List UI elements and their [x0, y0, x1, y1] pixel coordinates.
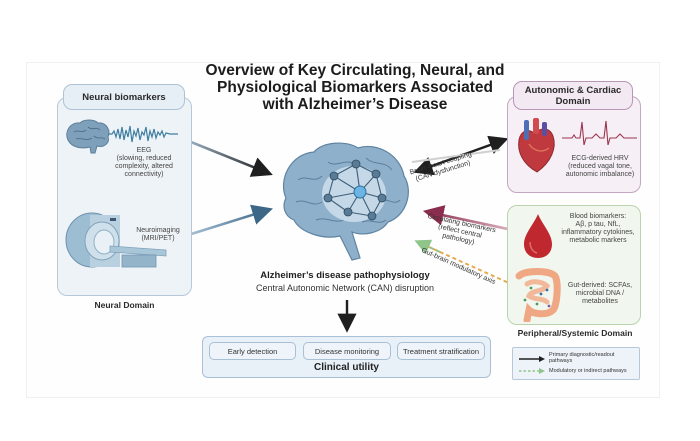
eeg-wave-icon: [108, 125, 178, 143]
ecg-wave-icon: [562, 120, 637, 146]
cardiac-domain-tab: Autonomic & Cardiac Domain: [513, 81, 633, 110]
hrv-description: ECG-derived HRV (reduced vagal tone, aut…: [560, 155, 640, 179]
cardiac-tab-line-2: Domain: [555, 95, 591, 107]
peripheral-panel: [507, 205, 641, 325]
imaging-detail: (MRI/PET): [141, 235, 175, 242]
hrv-detail-2: autonomic imbalance): [565, 171, 635, 178]
figure-title: Overview of Key Circulating, Neural, and…: [180, 62, 530, 113]
title-line-2: Physiological Biomarkers Associated: [217, 79, 493, 96]
imaging-description: Neuroimaging (MRI/PET): [130, 227, 186, 243]
clinical-utility-box: Early detection Disease monitoring Treat…: [202, 336, 491, 378]
eeg-detail-2: complexity, altered: [115, 163, 173, 170]
title-line-1: Overview of Key Circulating, Neural, and: [205, 62, 505, 79]
brain-network-icon: [282, 142, 409, 261]
can-disruption-subtitle: Central Autonomic Network (CAN) disrupti…: [255, 283, 435, 293]
early-detection-pill: Early detection: [209, 342, 296, 360]
disease-monitoring-pill: Disease monitoring: [303, 342, 391, 360]
gut-derived-label: Gut-derived: SCFAs,: [567, 282, 633, 289]
eeg-to-brain-arrow: [185, 138, 273, 177]
hrv-detail-1: (reduced vagal tone,: [568, 163, 632, 170]
blood-detail-2: inflammatory cytokines,: [561, 229, 635, 236]
hrv-label: ECG-derived HRV: [571, 155, 629, 162]
legend-primary-line-1: Primary diagnostic/readout: [549, 352, 615, 358]
eeg-label: EEG: [136, 147, 152, 154]
imaging-to-brain-arrow: [187, 204, 273, 237]
blood-detail-1: Aβ, p tau, NfL,: [575, 221, 621, 228]
blood-biomarkers-label: Blood biomarkers:: [569, 213, 627, 220]
legend: Primary diagnostic/readout pathways Modu…: [512, 347, 640, 380]
gut-brain-arrow: [419, 242, 521, 289]
eeg-description: EEG (slowing, reduced complexity, altere…: [108, 147, 180, 179]
neural-biomarkers-tab: Neural biomarkers: [63, 84, 185, 110]
legend-swatches: [519, 356, 545, 374]
imaging-label: Neuroimaging: [136, 227, 180, 234]
heart-icon: [518, 118, 555, 173]
legend-primary-line-2: pathways: [549, 358, 573, 364]
legend-primary-text: Primary diagnostic/readout pathways: [549, 352, 614, 364]
peripheral-domain-label: Peripheral/Systemic Domain: [517, 328, 633, 338]
mri-scanner-icon: [65, 212, 167, 268]
eeg-detail-3: connectivity): [124, 171, 164, 178]
eeg-detail-1: (slowing, reduced: [116, 155, 172, 162]
gut-derived-description: Gut-derived: SCFAs, microbial DNA / meta…: [560, 282, 640, 306]
legend-modulatory-text: Modulatory or indirect pathways: [549, 368, 627, 374]
treatment-stratification-pill: Treatment stratification: [397, 342, 485, 360]
brain-icon: [66, 119, 110, 154]
neural-domain-label: Neural Domain: [94, 300, 155, 310]
pathophysiology-title: Alzheimer’s disease pathophysiology: [260, 270, 430, 281]
cardiac-tab-line-1: Autonomic & Cardiac: [524, 84, 622, 96]
gut-detail-2: metabolites: [582, 298, 618, 305]
blood-drop-icon: [524, 214, 552, 258]
blood-detail-3: metabolic markers: [569, 237, 627, 244]
blood-biomarkers-description: Blood biomarkers: Aβ, p tau, NfL, inflam…: [556, 213, 640, 245]
clinical-utility-label: Clinical utility: [313, 362, 379, 373]
intestine-icon: [515, 268, 561, 322]
neural-tab-label: Neural biomarkers: [82, 91, 166, 103]
brain-heart-shadow: [411, 149, 501, 163]
circulating-arrow: [422, 205, 523, 234]
title-line-3: with Alzheimer’s Disease: [262, 96, 448, 113]
gut-detail-1: microbial DNA /: [575, 290, 625, 297]
